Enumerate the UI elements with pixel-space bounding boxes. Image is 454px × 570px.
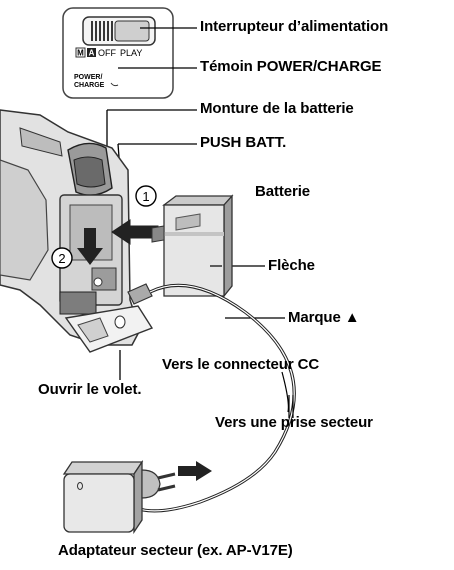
mode-a-text: A xyxy=(89,49,95,58)
label-to-dc: Vers le connecteur CC xyxy=(162,356,319,374)
label-push-batt: PUSH BATT. xyxy=(200,134,286,152)
step-2-number: 2 xyxy=(58,251,65,266)
label-mark: Marque ▲ xyxy=(288,309,360,327)
ac-adapter xyxy=(64,461,212,532)
lamp-label-line2: CHARGE xyxy=(74,82,105,89)
step-1-number: 1 xyxy=(142,189,149,204)
label-open-cover: Ouvrir le volet. xyxy=(38,381,141,399)
label-power-switch: Interrupteur d’alimentation xyxy=(200,18,388,36)
plug-in-arrow xyxy=(178,461,212,481)
label-power-charge-lamp: Témoin POWER/CHARGE xyxy=(200,58,381,76)
label-arrow: Flèche xyxy=(268,257,315,275)
label-battery-mount: Monture de la batterie xyxy=(200,100,354,118)
label-to-outlet: Vers une prise secteur xyxy=(215,414,373,432)
mode-m-text: M xyxy=(77,49,84,58)
label-adapter: Adaptateur secteur (ex. AP-V17E) xyxy=(58,542,293,560)
dc-plug xyxy=(128,284,152,304)
lamp-label-line1: POWER/ xyxy=(74,74,102,81)
battery xyxy=(152,196,232,296)
mode-play-text: PLAY xyxy=(120,48,142,58)
mode-off-text: OFF xyxy=(98,48,116,58)
label-battery: Batterie xyxy=(255,183,310,201)
switch-inset: M A OFF PLAY POWER/ CHARGE xyxy=(63,8,173,98)
